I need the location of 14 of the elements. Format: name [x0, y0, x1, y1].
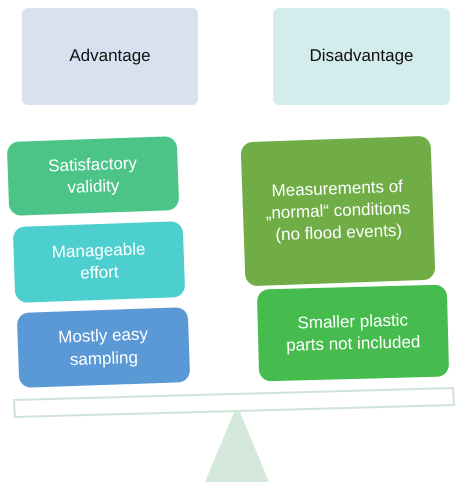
item-label: Smaller plastic parts not included: [284, 309, 422, 357]
item-label: Measurements of „normal“ conditions (no flood events): [264, 176, 412, 246]
header-box: [22, 8, 198, 105]
item-box: [256, 284, 450, 382]
header-box: [273, 8, 450, 105]
item-box: [16, 307, 190, 388]
item-label: Satisfactory validity: [46, 152, 138, 199]
header-label: Advantage: [69, 45, 151, 68]
item-label: Manageable effort: [50, 238, 147, 285]
header-label: Disadvantage: [310, 45, 414, 68]
item-box: [6, 136, 180, 216]
item-label: Mostly easy sampling: [56, 324, 150, 371]
item-box: [12, 221, 186, 303]
item-box: [240, 136, 436, 286]
